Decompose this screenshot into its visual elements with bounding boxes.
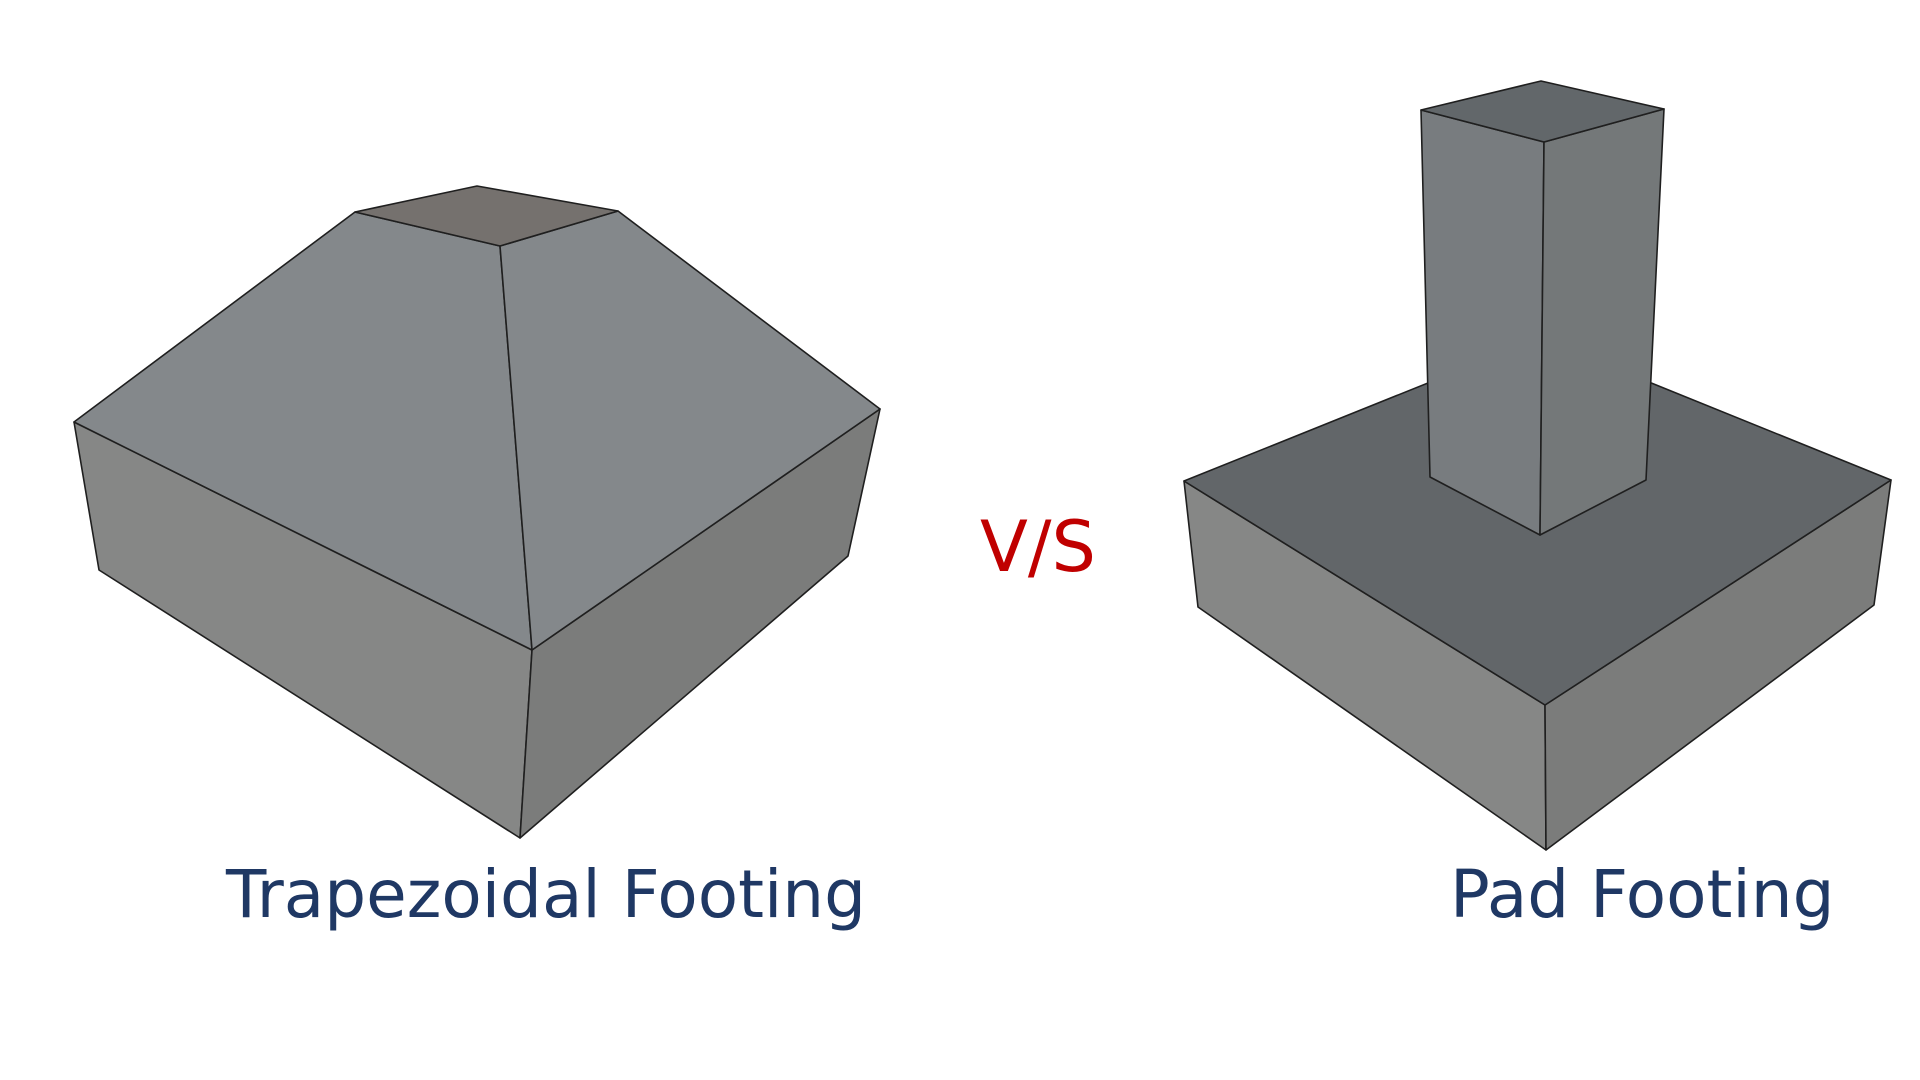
trapezoidal-top-face: [354, 185, 619, 247]
trapezoidal-footing-label: Trapezoidal Footing: [226, 856, 867, 933]
trapezoidal-footing-drawing: [73, 185, 881, 839]
column-top-face: [1420, 80, 1665, 143]
column-front-face: [1420, 109, 1545, 536]
column-side-face: [1539, 108, 1665, 536]
pad-footing-label: Pad Footing: [1450, 856, 1835, 933]
pad-footing-drawing: [1183, 80, 1892, 851]
versus-label: V/S: [980, 506, 1096, 588]
